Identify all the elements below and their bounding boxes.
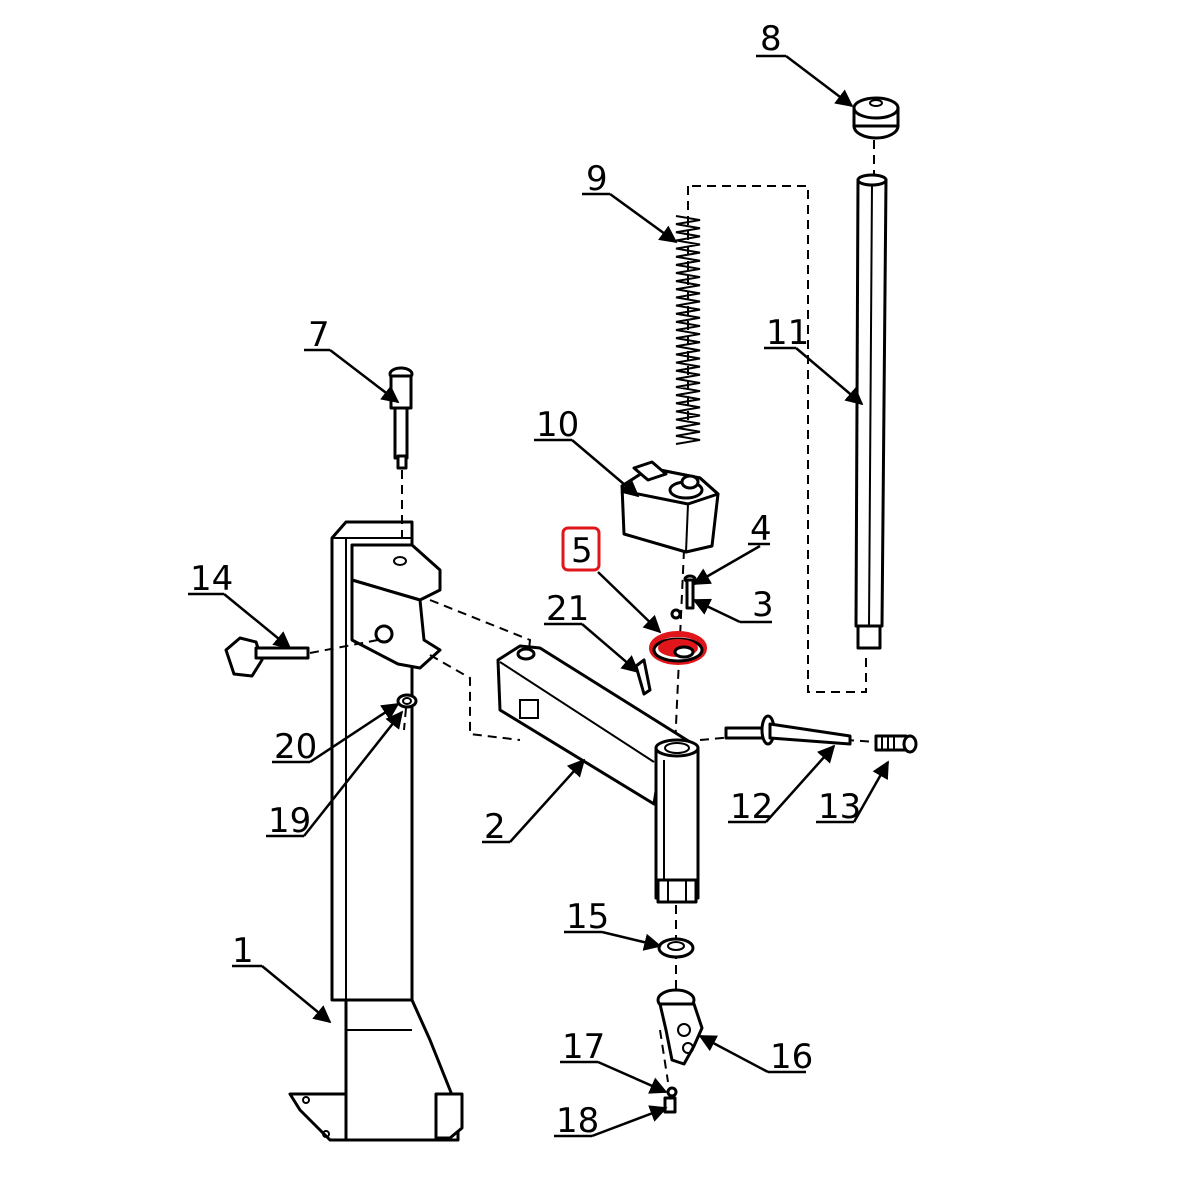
callout-labels: 1 2 3 4 5 7 8 9 10 11 12 13 14 15 16 17 … (190, 19, 861, 1141)
callout-16: 16 (770, 1037, 813, 1077)
callout-15: 15 (566, 897, 609, 937)
callout-11: 11 (766, 313, 809, 353)
callout-10: 10 (536, 405, 579, 445)
callout-1: 1 (232, 931, 254, 971)
part-10-block (620, 460, 720, 554)
part-2-swing-arm (496, 644, 700, 904)
part-11-shaft (854, 173, 888, 650)
part-9-spring (675, 215, 701, 445)
callout-3: 3 (752, 585, 774, 625)
part-16-tool-head (656, 988, 704, 1066)
callout-14: 14 (190, 559, 233, 599)
part-15-washer (657, 937, 695, 959)
callout-8: 8 (760, 19, 782, 59)
part-5-ring (649, 631, 707, 665)
callout-underlines (188, 54, 854, 1138)
part-1-column (288, 520, 464, 1142)
highlight-box-callout-5 (561, 526, 601, 572)
part-19-20-nut (396, 693, 418, 731)
callout-5: 5 (571, 531, 593, 571)
part-13-stud (874, 734, 918, 754)
part-12-pin (724, 714, 852, 746)
callout-17: 17 (562, 1027, 605, 1067)
callout-4: 4 (750, 509, 772, 549)
part-7-pin (388, 366, 414, 545)
part-8-cap (852, 96, 900, 140)
callout-21: 21 (546, 589, 589, 629)
callout-2: 2 (484, 807, 506, 847)
assembly-guide-lines (429, 140, 879, 1083)
part-21-screw (634, 658, 652, 696)
part-3-4-screw (670, 574, 697, 620)
callout-9: 9 (586, 159, 608, 199)
callout-18: 18 (556, 1101, 599, 1141)
callout-20: 20 (274, 727, 317, 767)
part-17-18-pin (663, 1086, 678, 1114)
leader-arrows (223, 55, 890, 1138)
callout-7: 7 (308, 315, 330, 355)
